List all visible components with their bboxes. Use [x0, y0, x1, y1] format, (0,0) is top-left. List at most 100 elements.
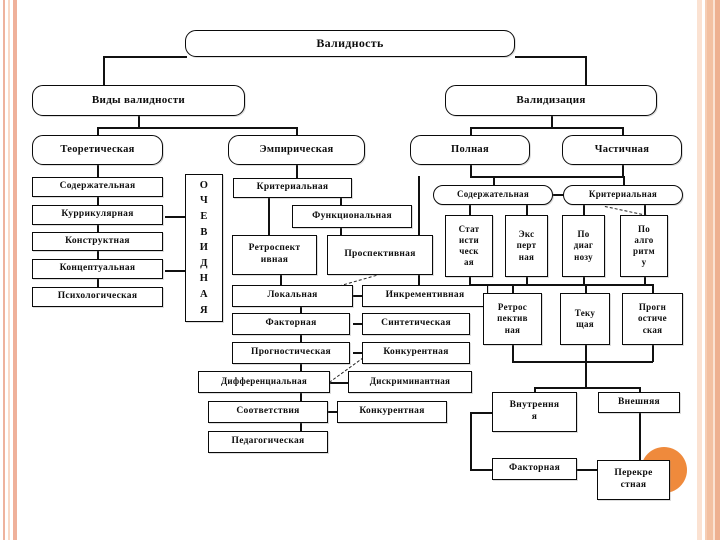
node-validity: Валидность [185, 30, 515, 57]
node-discriminant: Дискриминантная [348, 371, 472, 393]
node-by-algorithm-line: у [641, 257, 647, 268]
connector-line [300, 393, 302, 402]
node-local: Локальная [232, 285, 353, 307]
connector-line [551, 116, 553, 128]
node-cross-line: Перекре [614, 468, 653, 479]
connector-line [577, 469, 598, 471]
node-retrospective-right-line: ная [504, 324, 521, 335]
left-border-stripe [13, 0, 17, 540]
node-face-validity-line: Н [199, 273, 209, 285]
connector-line [268, 198, 270, 236]
connector-line [644, 205, 646, 216]
connector-line [418, 176, 420, 286]
node-by-algorithm-line: По [637, 223, 651, 234]
connector-line [103, 56, 187, 58]
node-incremental: Инкрементивная [362, 285, 488, 307]
connector-line [512, 284, 514, 294]
connector-line [585, 361, 587, 388]
node-differential: Дифференциальная [198, 371, 330, 393]
node-pedagogical: Педагогическая [208, 431, 328, 453]
node-concurrent-low: Конкурентная [337, 401, 447, 423]
connector-line [622, 165, 624, 177]
node-by-diagnosis-line: По [577, 229, 590, 240]
node-statistical-line: ая [464, 257, 474, 268]
connector-line [97, 127, 99, 136]
node-factorial-right: Факторная [492, 458, 577, 480]
connector-line [300, 335, 302, 343]
connector-line [652, 284, 654, 294]
connector-line [583, 277, 585, 285]
connector-line [585, 56, 587, 86]
connector-line [534, 387, 640, 389]
connector-line [103, 56, 105, 86]
connector-line [512, 361, 653, 363]
node-criterial-right: Критериальная [563, 185, 683, 205]
node-face-validity-line: Е [200, 211, 208, 223]
right-border-stripe [715, 0, 720, 540]
node-expert-line: Экс [518, 229, 535, 240]
node-retrospective-mid-line: Ретроспект [248, 243, 301, 254]
node-internal-line: я [531, 412, 538, 422]
connector-line [340, 228, 342, 236]
node-face-validity-line: О [199, 179, 209, 191]
connector-line [165, 270, 186, 272]
connector-line [328, 411, 338, 413]
node-retrospective-mid-line: ивная [260, 255, 289, 265]
node-construct: Конструктная [32, 232, 163, 251]
connector-line [97, 165, 99, 178]
left-border-stripe [8, 0, 10, 540]
connector-line [639, 387, 641, 393]
connector-line [353, 323, 363, 325]
connector-line [353, 352, 363, 354]
connector-line [330, 382, 349, 384]
connector-line [97, 225, 99, 233]
node-expert-line: ная [518, 251, 535, 262]
node-retrospective-right-line: пектив [497, 313, 528, 324]
node-prognostic-right-line: ская [642, 324, 663, 335]
node-synthetic: Синтетическая [362, 313, 470, 335]
connector-line [515, 56, 587, 58]
connector-line [553, 194, 564, 196]
node-face-validity-line: И [199, 242, 209, 254]
connector-line [622, 127, 624, 136]
connector-line [470, 412, 493, 414]
connector-line [526, 277, 528, 285]
node-content-right: Содержательная [433, 185, 553, 205]
connector-line [644, 277, 646, 285]
connector-line [583, 205, 585, 216]
node-face-validity-line: Ч [199, 195, 208, 207]
connector-line [585, 345, 587, 362]
node-statistical-line: Стат [458, 223, 480, 234]
connector-line [97, 197, 99, 206]
connector-line [526, 205, 528, 216]
connector-line [652, 345, 654, 362]
node-theoretical: Теоретическая [32, 135, 163, 165]
connector-line [470, 127, 472, 136]
connector-line [623, 176, 625, 186]
node-face-validity-line: А [200, 288, 208, 300]
connector-line [470, 127, 623, 129]
connector-line [470, 469, 493, 471]
node-factorial-mid: Факторная [232, 313, 350, 335]
connector-line [340, 198, 342, 206]
connector-line [280, 275, 282, 286]
connector-line [97, 251, 99, 260]
node-validity-types: Виды валидности [32, 85, 245, 116]
node-prognostic-mid: Прогностическая [232, 342, 350, 364]
left-border-stripe [3, 0, 5, 540]
node-face-validity-line: В [200, 226, 208, 238]
node-face-validity-line: Я [200, 304, 208, 316]
node-partial: Частичная [562, 135, 682, 165]
node-correspondence: Соответствия [208, 401, 328, 423]
right-border-stripe [695, 0, 697, 540]
connector-line [493, 176, 495, 186]
connector-line [97, 127, 297, 129]
right-border-stripe [707, 0, 713, 540]
